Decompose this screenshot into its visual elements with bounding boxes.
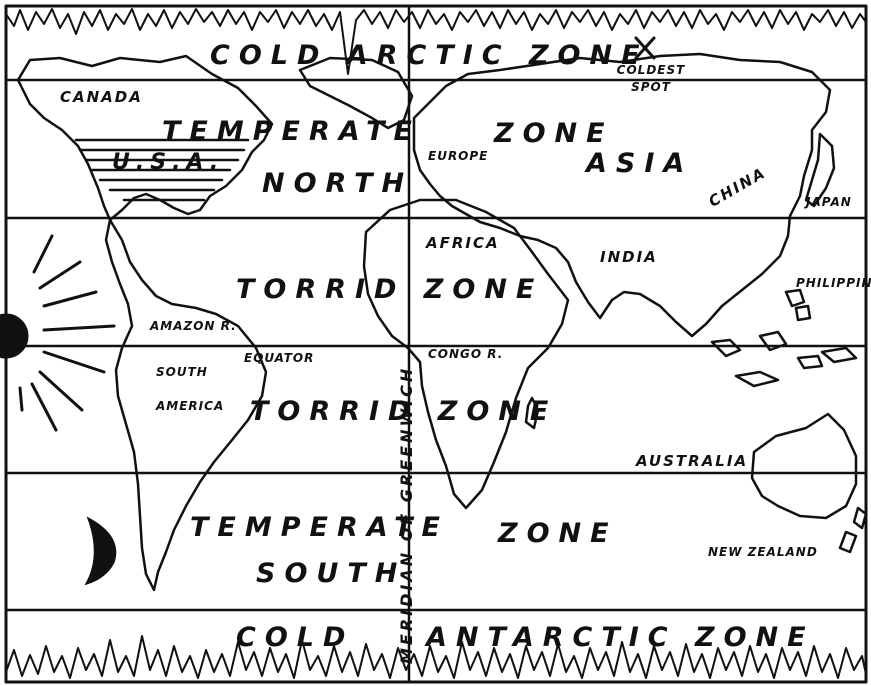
europe-label: EUROPE <box>428 149 489 163</box>
asia-label: ASIA <box>586 148 694 179</box>
temperate-south-label: TEMPERATE <box>190 512 449 543</box>
temperate-south-zone-label: ZONE <box>498 518 618 549</box>
canada-label: CANADA <box>60 88 143 106</box>
antarctic-zone-label: ANTARCTIC ZONE <box>426 622 815 653</box>
temperate-north-label: TEMPERATE <box>162 116 421 147</box>
cold-arctic-zone-label: COLD ARCTIC ZONE <box>210 40 649 71</box>
sun-icon <box>0 234 116 432</box>
africa-outline <box>362 198 570 510</box>
amazon-river-label: AMAZON R. <box>150 319 237 333</box>
equator-label: EQUATOR <box>244 351 315 365</box>
south-label: SOUTH <box>256 558 407 589</box>
indonesia-islands <box>710 330 858 388</box>
north-label: NORTH <box>262 168 414 199</box>
greenland-outline <box>298 56 414 130</box>
south-america-outline <box>104 218 268 592</box>
arctic-ice-scribble <box>5 8 867 75</box>
moon-icon <box>84 516 117 586</box>
africa-label: AFRICA <box>426 234 500 252</box>
japan-outline <box>804 132 836 208</box>
madagascar-outline <box>524 396 540 430</box>
philippines-label: PHILIPPINES <box>796 276 871 290</box>
south-america-label-2: AMERICA <box>156 399 225 413</box>
coldest-spot-label: COLDEST SPOT <box>616 63 686 94</box>
congo-river-label: CONGO R. <box>428 347 504 361</box>
south-america-label-1: SOUTH <box>156 365 208 379</box>
coldest-spot-x-icon <box>634 36 656 60</box>
australia-label: AUSTRALIA <box>636 452 749 470</box>
torrid-south-label: TORRID ZONE <box>250 396 558 427</box>
india-label: INDIA <box>600 248 658 266</box>
new-zealand-label: NEW ZEALAND <box>708 545 818 559</box>
new-zealand-outline <box>838 506 868 554</box>
usa-label: U.S.A. <box>112 150 225 175</box>
japan-label: JAPAN <box>806 195 852 209</box>
temperate-north-zone-label: ZONE <box>494 118 614 149</box>
cold-antarctic-label: COLD <box>236 622 355 653</box>
torrid-north-label: TORRID ZONE <box>236 274 544 305</box>
meridian-of-greenwich-label: MERIDIAN OF GREENWICH <box>397 365 416 664</box>
map-frame <box>4 4 868 684</box>
usa-hatching <box>74 138 250 202</box>
north-america-outline <box>16 54 274 222</box>
antarctic-ice-scribble <box>5 635 867 679</box>
australia-outline <box>750 412 858 520</box>
philippines-islands <box>784 288 812 322</box>
